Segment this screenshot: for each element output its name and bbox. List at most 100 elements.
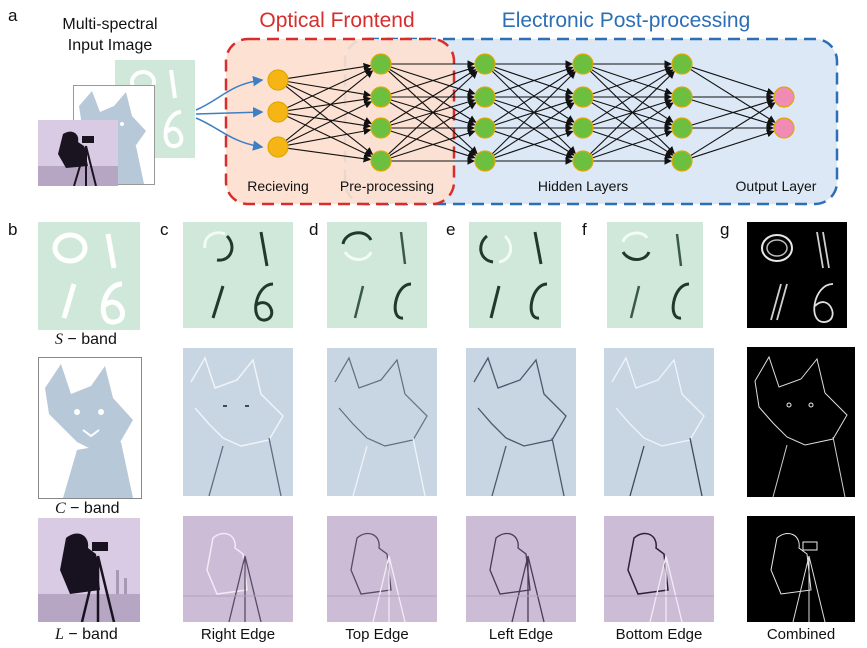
hidden-node-l2 <box>572 86 594 108</box>
network-edge <box>287 147 372 163</box>
hidden-node-l2 <box>572 150 594 172</box>
optical-frontend-title: Optical Frontend <box>259 9 414 32</box>
network-edge <box>591 102 674 157</box>
receiving-node <box>267 101 289 123</box>
input-title-line1: Multi-spectral <box>62 16 158 33</box>
network-edge <box>589 70 675 155</box>
s-band-image <box>38 222 140 330</box>
layer-label-receiving: Recieving <box>247 178 308 194</box>
network-edge <box>286 115 373 157</box>
output-node <box>773 86 795 108</box>
panel-label-f: f <box>582 220 587 239</box>
network-edge <box>287 127 372 146</box>
caption-combined: Combined <box>766 626 836 643</box>
panel-label-c: c <box>160 220 169 239</box>
combined-dog <box>747 347 855 497</box>
network-edge <box>494 129 574 159</box>
panel-label-e: e <box>446 220 456 239</box>
network-edge <box>690 68 776 123</box>
combined-digits <box>747 222 847 328</box>
network-edge <box>691 129 775 159</box>
s-band-symbol: S <box>55 331 63 348</box>
network-edge <box>286 101 373 144</box>
bottom-edge-cameraman <box>604 516 714 622</box>
input-cameraman-image <box>38 120 118 186</box>
network-edge <box>493 102 575 156</box>
input-arrow-top <box>195 75 264 111</box>
panel-label-g: g <box>720 220 730 239</box>
network-edge <box>592 129 673 159</box>
hidden-node-l3 <box>671 117 693 139</box>
network-edge <box>592 65 673 95</box>
receiving-node <box>267 136 289 158</box>
input-arrow-bottom <box>195 117 264 151</box>
network-edge <box>493 69 575 123</box>
network-edge <box>691 66 775 96</box>
left-edge-dog <box>466 348 576 496</box>
caption-bottom-edge: Bottom Edge <box>615 626 703 643</box>
l-band-image <box>38 518 140 622</box>
caption-top-edge: Top Edge <box>345 626 409 643</box>
right-edge-dog <box>183 348 293 496</box>
network-edge <box>286 83 373 125</box>
panel-label-b: b <box>8 220 18 239</box>
output-node <box>773 117 795 139</box>
l-band-label: L − band <box>55 626 118 644</box>
right-edge-cameraman <box>183 516 293 622</box>
hidden-node-l3 <box>671 86 693 108</box>
s-band-text: − band <box>67 331 117 348</box>
network-edge <box>390 65 476 95</box>
network-edge <box>491 70 576 155</box>
network-edge <box>390 129 476 159</box>
network-edges <box>285 60 776 165</box>
top-edge-digits <box>327 222 427 328</box>
hidden-node-l1 <box>474 117 496 139</box>
bottom-edge-dog <box>604 348 714 496</box>
network-edge <box>389 69 477 124</box>
caption-right-edge: Right Edge <box>200 626 276 643</box>
network-edge <box>287 62 372 80</box>
right-edge-digits <box>183 222 293 328</box>
layer-label-hidden: Hidden Layers <box>538 178 628 194</box>
panel-label-d: d <box>309 220 319 239</box>
panel-label-a: a <box>8 6 18 25</box>
network-edge <box>494 65 574 95</box>
preprocessing-node <box>370 150 392 172</box>
c-band-label: C − band <box>55 500 120 518</box>
combined-cameraman <box>747 516 855 622</box>
network-edge <box>389 102 477 157</box>
network-edge <box>287 112 372 130</box>
left-edge-cameraman <box>466 516 576 622</box>
network-edge <box>690 102 776 157</box>
receiving-node <box>267 69 289 91</box>
hidden-node-l2 <box>572 117 594 139</box>
l-band-symbol: L <box>55 626 64 643</box>
network-edge <box>286 67 373 109</box>
hidden-node-l3 <box>671 53 693 75</box>
network-edge <box>691 98 775 126</box>
preprocessing-node <box>370 117 392 139</box>
network-nodes <box>267 53 795 172</box>
hidden-node-l1 <box>474 86 496 108</box>
layer-label-output: Output Layer <box>736 178 817 194</box>
hidden-node-l1 <box>474 53 496 75</box>
c-band-symbol: C <box>55 500 66 517</box>
l-band-text: − band <box>68 626 118 643</box>
caption-left-edge: Left Edge <box>488 626 554 643</box>
left-edge-digits <box>469 222 561 328</box>
c-band-text: − band <box>70 500 120 517</box>
bottom-edge-digits <box>607 222 703 328</box>
network-edge <box>591 69 674 124</box>
preprocessing-node <box>370 86 392 108</box>
layer-label-preprocessing: Pre-processing <box>340 178 434 194</box>
preprocessing-node <box>370 53 392 75</box>
top-edge-dog <box>327 348 437 496</box>
s-band-label: S − band <box>55 331 117 349</box>
hidden-node-l3 <box>671 150 693 172</box>
network-edge <box>287 95 372 112</box>
network-diagram: Optical Frontend Electronic Post-process… <box>195 9 839 206</box>
hidden-node-l2 <box>572 53 594 75</box>
hidden-node-l1 <box>474 150 496 172</box>
c-band-image <box>38 357 142 499</box>
input-title-line2: Input Image <box>67 37 153 54</box>
